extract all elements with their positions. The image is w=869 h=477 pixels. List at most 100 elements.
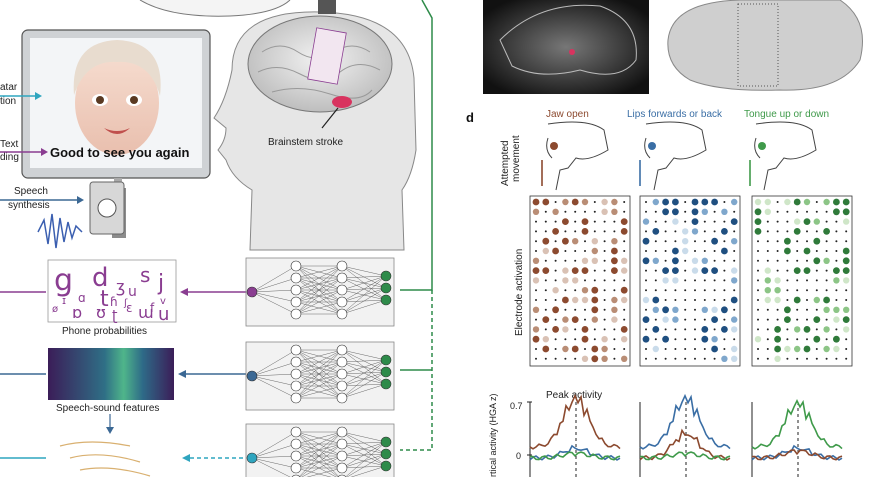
electrode: [623, 318, 626, 321]
electrode: [591, 257, 598, 264]
network-node: [336, 438, 348, 450]
network-edge: [346, 453, 387, 477]
network-node: [290, 308, 302, 320]
phone-glyph: ʈ: [112, 308, 118, 324]
electrode: [574, 308, 577, 311]
phone-glyph: ɑ: [78, 291, 86, 305]
electrode: [601, 198, 608, 206]
electrode: [574, 328, 577, 331]
electrode: [803, 247, 811, 255]
electrode: [593, 338, 596, 341]
network-edge: [295, 265, 343, 291]
electrode: [694, 299, 696, 301]
electrode: [574, 250, 577, 252]
network-node: [290, 392, 302, 404]
electrode: [754, 208, 762, 216]
electrode: [564, 230, 567, 233]
electrode: [813, 237, 821, 245]
connector-pedestal: [318, 0, 336, 14]
electrode: [562, 345, 569, 353]
electrode: [621, 336, 628, 343]
electrode: [662, 267, 669, 274]
electrode: [664, 299, 667, 301]
attempted-movement-label: Attemptedmovement: [500, 135, 522, 186]
electrode: [535, 289, 537, 292]
electrode: [664, 289, 667, 292]
electrode: [815, 328, 818, 331]
electrode: [564, 259, 567, 262]
electrode: [815, 250, 818, 252]
electrode: [554, 318, 557, 321]
electrode: [684, 289, 687, 292]
electrode: [806, 318, 808, 321]
column-title-jaw: Jaw open: [546, 109, 589, 120]
electrode: [723, 338, 726, 341]
electrode: [713, 289, 716, 292]
avatar-monitor: [21, 29, 211, 188]
activity-trace: [639, 451, 731, 461]
network-edge: [341, 431, 387, 443]
text-label: Text: [0, 139, 19, 150]
electrode: [825, 289, 828, 292]
electrode: [623, 348, 626, 350]
electrode: [584, 210, 586, 213]
electrode: [672, 208, 679, 216]
network-node: [380, 460, 392, 472]
electrode: [764, 277, 771, 284]
electrode: [842, 247, 850, 255]
electrode: [703, 357, 706, 360]
electrode: [815, 279, 818, 282]
electrode: [621, 296, 628, 304]
electrode: [581, 326, 589, 333]
network-node: [290, 438, 302, 450]
electrode: [786, 220, 789, 223]
electrode: [654, 289, 657, 292]
electrode: [754, 336, 762, 343]
electrode: [611, 296, 618, 304]
electrode: [544, 357, 547, 360]
electrode: [694, 328, 696, 331]
electrode: [682, 247, 689, 255]
electrode: [806, 308, 808, 311]
electrode: [806, 210, 808, 213]
phone-glyph: ɪ: [62, 294, 66, 307]
electrode: [796, 240, 799, 243]
electrode: [554, 240, 557, 243]
electrode: [562, 316, 569, 323]
electrode: [623, 279, 626, 282]
electrode: [713, 328, 716, 331]
network-node: [336, 272, 348, 284]
electrode: [723, 289, 726, 292]
electrode: [603, 240, 606, 243]
electrode: [733, 308, 736, 311]
electrode: [684, 269, 687, 272]
column-title-tongue: Tongue up or down: [744, 109, 829, 120]
network-node: [246, 286, 258, 298]
electrode: [535, 318, 537, 321]
electrode: [703, 318, 706, 321]
phone-glyph: j: [157, 271, 164, 296]
electrode: [723, 299, 726, 301]
electrode: [825, 250, 828, 252]
electrode: [796, 318, 799, 321]
network-node: [290, 344, 302, 356]
electrode: [554, 279, 557, 282]
electrode: [652, 326, 660, 333]
electrode: [645, 201, 647, 203]
electrode: [591, 316, 598, 323]
electrode: [593, 279, 596, 282]
speech-arrow-head: [77, 196, 84, 204]
electrode: [786, 210, 789, 213]
phone-glyph: ɛ: [126, 301, 133, 315]
electrode: [674, 230, 677, 233]
electrode: [776, 230, 779, 233]
electrode: [774, 345, 781, 353]
electrode: [835, 328, 838, 331]
electrode: [574, 289, 577, 292]
electrode: [784, 247, 791, 255]
electrode: [593, 210, 596, 213]
electrode: [593, 201, 596, 203]
network-node: [290, 356, 302, 368]
electrode: [645, 289, 647, 292]
electrode: [581, 267, 589, 274]
